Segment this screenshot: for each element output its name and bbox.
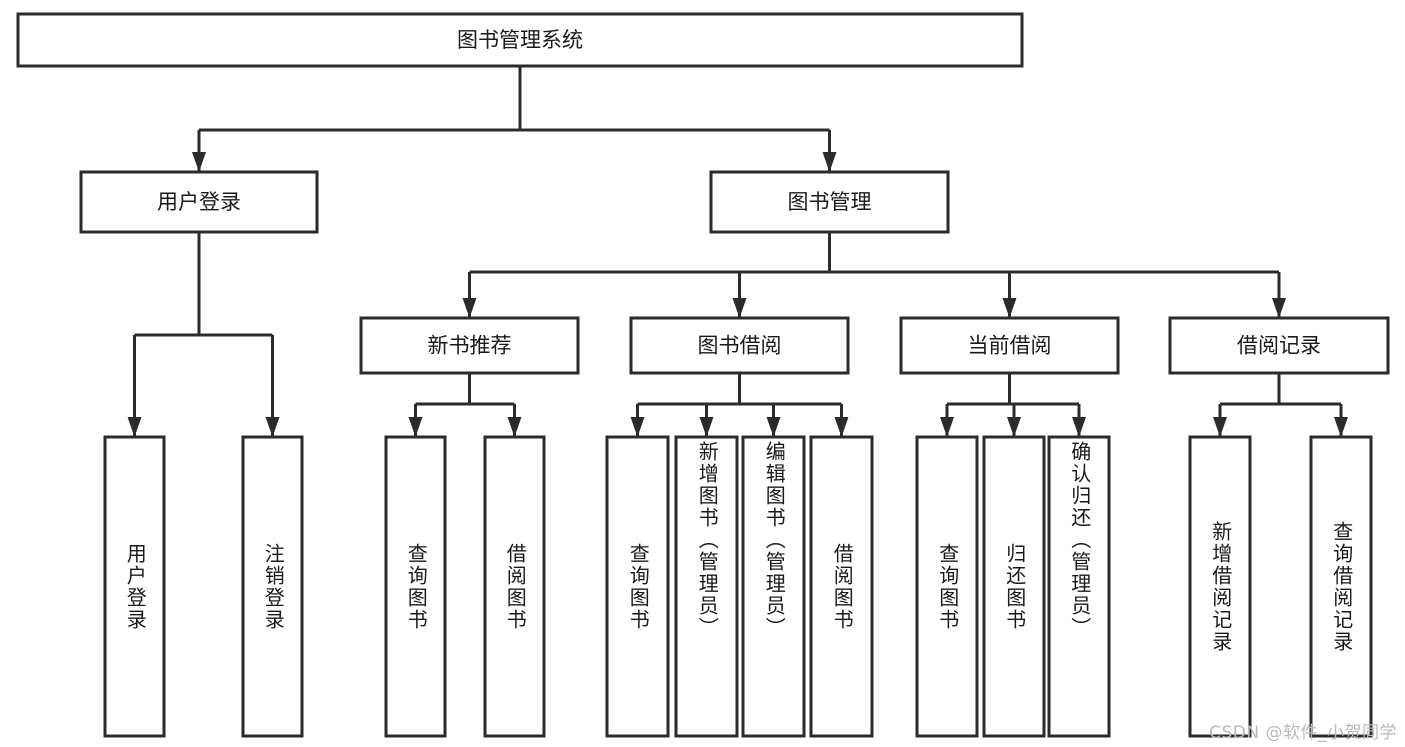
leaf-rect-leaf-query-record[interactable] [1309,435,1373,738]
leaf-node-leaf-query-book[interactable] [605,435,670,738]
node-current-borrow-rect[interactable] [899,316,1120,375]
node-book-manage-label: 图书管理 [788,190,872,214]
node-user-login[interactable]: 用户登录 [79,170,319,234]
node-new-book-recommend-rect[interactable] [359,316,580,375]
arrow-head-icon [1072,417,1086,437]
leaf-rect-leaf-user-login[interactable] [103,435,166,738]
node-root-rect[interactable] [16,12,1024,68]
watermark-text: CSDN @软件_小贺同学 [1209,723,1397,743]
leaf-rect-leaf-query-book-rec[interactable] [384,435,447,738]
arrow-head-icon [1272,298,1286,318]
arrow-head-icon [507,417,522,437]
leaf-rect-leaf-return-book[interactable] [982,435,1046,738]
node-book-borrow[interactable]: 图书借阅 [629,316,850,375]
arrow-head-icon [940,417,954,437]
leaf-rect-leaf-query-book-cur[interactable] [915,435,979,738]
node-borrow-record-label: 借阅记录 [1237,334,1321,358]
leaf-node-leaf-return-book[interactable] [982,435,1046,738]
leaf-rect-leaf-edit-book[interactable] [741,435,806,738]
leaf-node-leaf-add-record[interactable] [1188,435,1252,738]
arrow-head-icon [699,417,714,437]
arrow-head-icon [462,298,477,318]
leaf-rect-leaf-confirm-return[interactable] [1047,435,1111,738]
arrow-head-icon [822,152,837,172]
node-current-borrow-label: 当前借阅 [968,334,1052,358]
node-new-book-recommend[interactable]: 新书推荐 [359,316,580,375]
arrow-head-icon [1334,417,1348,437]
node-user-login-rect[interactable] [79,170,319,234]
arrow-head-icon [127,417,142,437]
node-current-borrow[interactable]: 当前借阅 [899,316,1120,375]
arrow-head-icon [630,417,645,437]
arrow-head-icon [265,417,280,437]
arrow-head-icon [732,298,747,318]
node-borrow-record[interactable]: 借阅记录 [1168,316,1390,375]
leaf-rect-leaf-user-logout[interactable] [241,435,304,738]
node-book-borrow-label: 图书借阅 [698,334,782,358]
leaf-node-leaf-query-book-cur[interactable] [915,435,979,738]
leaf-rect-leaf-query-book[interactable] [605,435,670,738]
leaf-node-leaf-query-record[interactable] [1309,435,1373,738]
leaf-node-leaf-confirm-return[interactable] [1047,435,1111,738]
leaf-rect-leaf-borrow-book-rec[interactable] [483,435,546,738]
arrow-head-icon [1213,417,1227,437]
node-root-label: 图书管理系统 [457,28,583,52]
leaf-rect-leaf-add-record[interactable] [1188,435,1252,738]
arrow-head-icon [408,417,423,437]
arrow-head-icon [1007,417,1021,437]
leaf-node-leaf-user-logout[interactable] [241,435,304,738]
leaf-node-leaf-borrow-book-rec[interactable] [483,435,546,738]
leaf-rect-leaf-add-book[interactable] [674,435,739,738]
leaf-node-leaf-query-book-rec[interactable] [384,435,447,738]
arrow-head-icon [1002,298,1017,318]
node-book-manage[interactable]: 图书管理 [709,170,950,234]
leaf-rect-leaf-borrow-book[interactable] [809,435,874,738]
leaf-node-leaf-user-login[interactable] [103,435,166,738]
leaf-node-leaf-borrow-book[interactable] [809,435,874,738]
leaf-node-leaf-edit-book[interactable] [741,435,806,738]
arrow-head-icon [766,417,781,437]
arrow-head-icon [834,417,849,437]
node-root[interactable]: 图书管理系统 [16,12,1024,68]
node-user-login-label: 用户登录 [157,190,241,214]
node-new-book-recommend-label: 新书推荐 [428,334,512,358]
arrow-head-icon [192,152,206,172]
leaf-node-leaf-add-book[interactable] [674,435,739,738]
